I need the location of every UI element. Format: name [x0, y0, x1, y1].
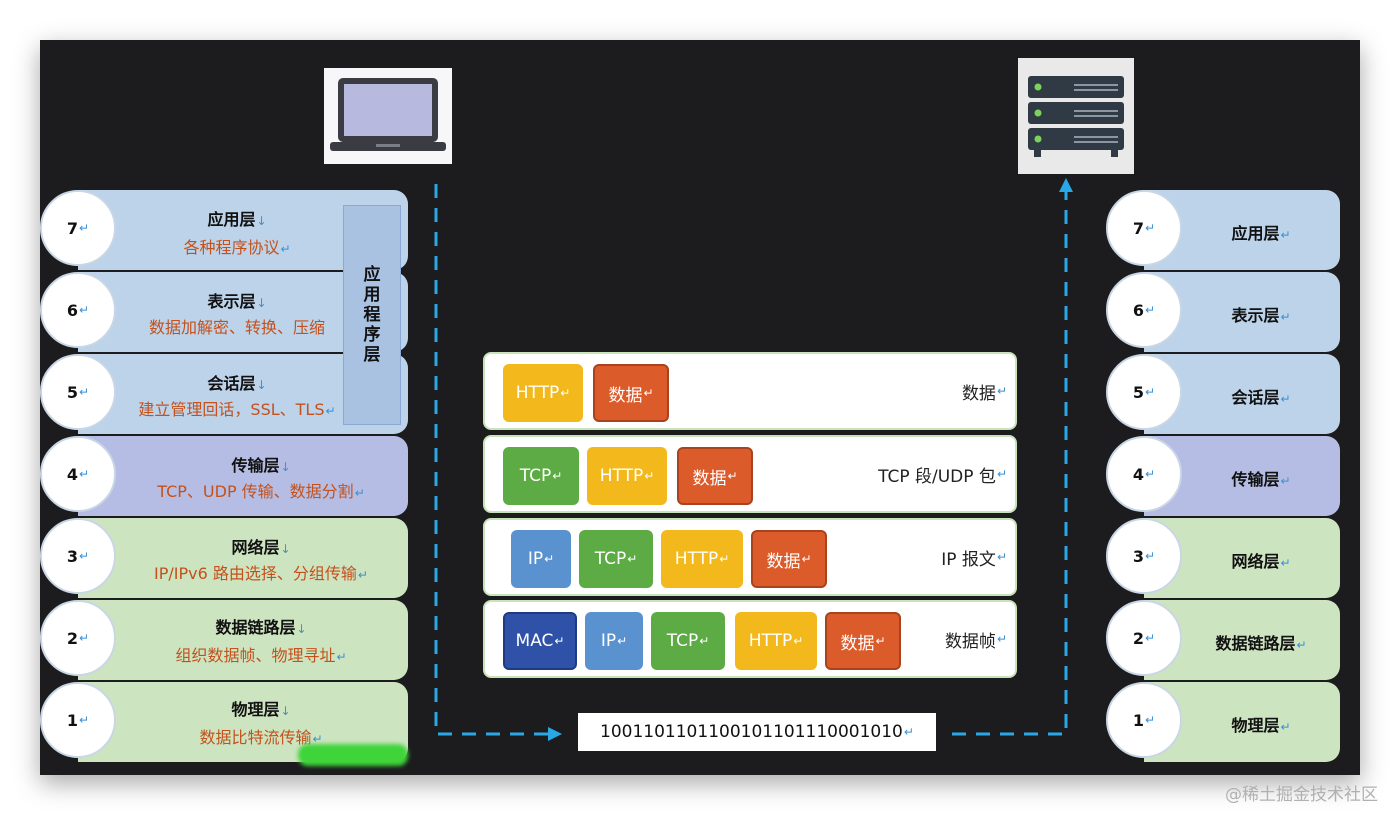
- chip-data: 数据↵: [825, 612, 901, 670]
- right-layer-3: 3↵ 网络层↵: [1106, 518, 1340, 598]
- chip-data: 数据↵: [677, 447, 753, 505]
- right-layer-7: 7↵ 应用层↵: [1106, 190, 1340, 270]
- chip-tcp: TCP↵: [579, 530, 653, 588]
- server: [1018, 58, 1134, 174]
- left-layer-4: 4↵ 传输层↓ TCP、UDP 传输、数据分割↵: [40, 436, 408, 516]
- left-layer-5-number: 5↵: [40, 354, 116, 430]
- chip-http: HTTP↵: [587, 447, 667, 505]
- watermark: @稀土掘金技术社区: [1225, 785, 1378, 805]
- right-layer-7-number: 7↵: [1106, 190, 1182, 266]
- left-layer-7-number: 7↵: [40, 190, 116, 266]
- chip-http: HTTP↵: [503, 364, 583, 422]
- chip-ip: IP↵: [585, 612, 643, 670]
- left-layer-2-name: 数据链路层↓: [215, 618, 307, 637]
- right-layer-3-name: 网络层↵: [1231, 552, 1291, 571]
- chip-tcp: TCP↵: [651, 612, 725, 670]
- encap-label-packet: IP 报文↵: [941, 549, 1007, 570]
- left-layer-6-name: 表示层↓: [207, 292, 267, 311]
- left-layer-3-bar: [78, 518, 408, 598]
- left-layer-3-desc: IP/IPv6 路由选择、分组传输↵: [154, 564, 368, 583]
- left-layer-3-name: 网络层↓: [231, 538, 291, 557]
- left-layer-1-number: 1↵: [40, 682, 116, 758]
- right-layer-6-number: 6↵: [1106, 272, 1182, 348]
- right-layer-6-name: 表示层↵: [1231, 306, 1291, 325]
- up-arrowhead-icon: [1059, 178, 1073, 192]
- right-arrowhead-icon: [548, 727, 562, 741]
- encap-row-frame: MAC↵ IP↵ TCP↵ HTTP↵ 数据↵ 数据帧↵: [483, 600, 1017, 678]
- right-layer-2-number: 2↵: [1106, 600, 1182, 676]
- left-layer-2-bar: [78, 600, 408, 680]
- left-layer-1-desc: 数据比特流传输↵: [199, 728, 323, 747]
- encap-label-segment: TCP 段/UDP 包↵: [878, 466, 1007, 487]
- encap-row-packet: IP↵ TCP↵ HTTP↵ 数据↵ IP 报文↵: [483, 518, 1017, 596]
- left-layer-5-desc: 建立管理回话，SSL、TLS↵: [138, 400, 336, 419]
- right-layer-6: 6↵ 表示层↵: [1106, 272, 1340, 352]
- left-layer-6-number: 6↵: [40, 272, 116, 348]
- left-layer-6-desc: 数据加解密、转换、压缩: [148, 318, 325, 337]
- bitstream-box: 1001101101100101101110001010↵: [578, 713, 936, 751]
- laptop-icon: [330, 78, 446, 151]
- chip-data: 数据↵: [593, 364, 669, 422]
- client-laptop: [324, 68, 452, 164]
- right-layer-4-number: 4↵: [1106, 436, 1182, 512]
- chip-tcp: TCP↵: [503, 447, 579, 505]
- left-layer-3: 3↵ 网络层↓ IP/IPv6 路由选择、分组传输↵: [40, 518, 408, 598]
- left-layer-5-name: 会话层↓: [207, 374, 267, 393]
- encap-row-segment: TCP↵ HTTP↵ 数据↵ TCP 段/UDP 包↵: [483, 435, 1017, 513]
- left-layer-2: 2↵ 数据链路层↓ 组织数据帧、物理寻址↵: [40, 600, 408, 680]
- right-layer-2: 2↵ 数据链路层↵: [1106, 600, 1340, 680]
- left-layer-3-number: 3↵: [40, 518, 116, 594]
- left-layer-4-name: 传输层↓: [231, 456, 291, 475]
- chip-ip: IP↵: [511, 530, 571, 588]
- left-layer-4-number: 4↵: [40, 436, 116, 512]
- right-layer-1: 1↵ 物理层↵: [1106, 682, 1340, 762]
- left-layer-7-name: 应用层↓: [207, 210, 267, 229]
- right-layer-4-name: 传输层↵: [1231, 470, 1291, 489]
- right-layer-7-name: 应用层↵: [1231, 224, 1291, 243]
- chip-http: HTTP↵: [735, 612, 817, 670]
- server-icon: [1028, 76, 1124, 157]
- left-layer-1-name: 物理层↓: [231, 700, 291, 719]
- right-layer-3-number: 3↵: [1106, 518, 1182, 594]
- down-flow-line: [434, 184, 548, 736]
- left-layer-7-desc: 各种程序协议↵: [183, 238, 291, 257]
- left-layer-4-desc: TCP、UDP 传输、数据分割↵: [157, 482, 365, 501]
- right-layer-5-number: 5↵: [1106, 354, 1182, 430]
- chip-mac: MAC↵: [503, 612, 577, 670]
- application-group-label: 应 用 程 序 层: [343, 205, 401, 425]
- chip-http: HTTP↵: [661, 530, 743, 588]
- highlight-mark: [298, 744, 408, 766]
- left-layer-2-desc: 组织数据帧、物理寻址↵: [175, 646, 347, 665]
- encap-row-data: HTTP↵ 数据↵ 数据↵: [483, 352, 1017, 430]
- chip-data: 数据↵: [751, 530, 827, 588]
- right-layer-2-name: 数据链路层↵: [1215, 634, 1307, 653]
- right-layer-5: 5↵ 会话层↵: [1106, 354, 1340, 434]
- right-layer-4: 4↵ 传输层↵: [1106, 436, 1340, 516]
- left-layer-2-number: 2↵: [40, 600, 116, 676]
- right-layer-5-name: 会话层↵: [1231, 388, 1291, 407]
- encap-label-data: 数据↵: [961, 383, 1007, 404]
- up-flow-line: [952, 192, 1068, 736]
- left-layer-4-bar: [78, 436, 408, 516]
- encap-label-frame: 数据帧↵: [944, 631, 1007, 652]
- right-layer-1-number: 1↵: [1106, 682, 1182, 758]
- right-layer-1-name: 物理层↵: [1231, 716, 1291, 735]
